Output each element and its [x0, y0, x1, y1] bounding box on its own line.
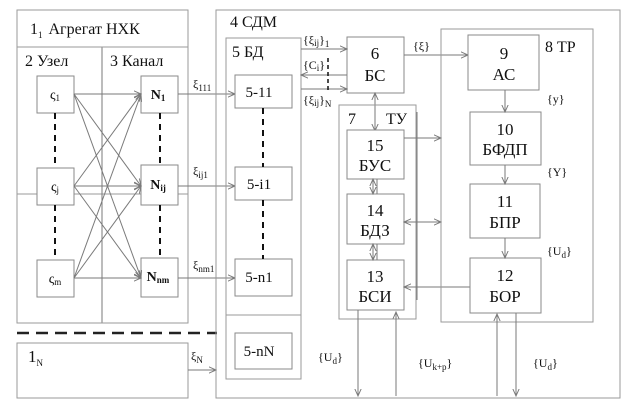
tu-bdz-name: БДЗ: [360, 221, 390, 240]
output-label-111: ξ111: [193, 77, 211, 93]
bd-cell-5-11[interactable]: [234, 74, 293, 109]
node-label-1: ς1: [50, 88, 60, 103]
tr-as-number: 9: [500, 44, 509, 63]
tu-bus-number: 15: [367, 136, 384, 155]
tu-label-number: 7: [348, 111, 356, 128]
bs-name: БС: [365, 66, 386, 85]
conn-j-1: [73, 94, 141, 187]
node-channel-connections: [73, 94, 141, 279]
sdm-system: 4 СДМ 5 БД 5-11 5-i1 5-n1 5-nN 6 БС {ξij…: [215, 9, 621, 399]
sdm-label: 4 СДМ: [230, 14, 277, 31]
tu-frame: [338, 104, 417, 320]
channel-label: 3 Канал: [110, 53, 163, 70]
bd-cell-label-5-11: 5-11: [246, 85, 273, 101]
tu-block-bsi[interactable]: [346, 259, 405, 311]
bd-cell-label-5-i1: 5-i1: [247, 177, 271, 193]
aggregate-n-title: 1N: [28, 347, 44, 368]
aggregate-1-n: 1N ξN: [16, 342, 216, 399]
output-label-nm1: ξnm1: [193, 258, 214, 274]
ud-tr-label: {Ud}: [547, 244, 572, 260]
conn-m-ij: [73, 186, 141, 279]
tr-block-as[interactable]: [467, 34, 540, 91]
output-label-ij1: ξij1: [193, 164, 208, 180]
tr-label: 8 ТР: [545, 39, 576, 56]
ud-bottom-right-label: {Ud}: [533, 356, 558, 372]
tu-label-name: ТУ: [386, 111, 408, 128]
aggregate-body-frame: [16, 46, 189, 324]
tr-bfdp-name: БФДП: [482, 140, 527, 159]
tr-bor-name: БОР: [489, 287, 520, 306]
tu-block-bus[interactable]: [346, 129, 405, 180]
xi-last-label: {ξij}N: [303, 93, 332, 109]
bd-cell-5-nn[interactable]: [234, 332, 293, 370]
tr-block-bor[interactable]: [469, 257, 542, 314]
output-label-n: ξN: [191, 349, 203, 365]
channel-label-nm: Nnm: [147, 270, 170, 285]
node-label-m: ςm: [49, 272, 62, 287]
ukp-label: {Uk+p}: [418, 356, 452, 372]
bd-cell-5-n1[interactable]: [234, 258, 293, 297]
bd-cell-label-5-nn: 5-nN: [244, 344, 275, 360]
tr-bpr-number: 11: [497, 192, 513, 211]
tu-bsi-number: 13: [367, 267, 384, 286]
node-label-j: ςj: [51, 180, 59, 195]
channel-label-1: N1: [151, 88, 166, 103]
tr-frame: [440, 28, 594, 323]
channel-label-ij: Nij: [150, 178, 166, 193]
ud-bottom-left-label: {Ud}: [318, 350, 343, 366]
tr-bfdp-number: 10: [497, 120, 514, 139]
tr-bor-number: 12: [497, 266, 514, 285]
node-label: 2 Узел: [25, 53, 68, 70]
bd-label: 5 БД: [232, 44, 264, 61]
conn-m-1: [73, 94, 141, 279]
bd-cell-label-5-n1: 5-n1: [245, 270, 273, 286]
sdm-frame: [215, 9, 621, 399]
y-upper-label: {Y}: [547, 165, 567, 179]
tr-block-bfdp[interactable]: [469, 111, 542, 166]
channel-box-ij[interactable]: [140, 164, 179, 206]
bd-lower-frame: [225, 314, 302, 380]
aggregate-n-frame[interactable]: [16, 342, 189, 399]
node-box-1[interactable]: [36, 75, 75, 114]
bs-number: 6: [371, 44, 380, 63]
bs-block[interactable]: [346, 36, 405, 94]
tr-as-name: АС: [493, 65, 516, 84]
channel-box-nm[interactable]: [140, 257, 179, 298]
tu-bus-name: БУС: [359, 156, 392, 175]
node-box-m[interactable]: [36, 259, 75, 298]
c-i-label: {Ci}: [303, 58, 325, 73]
tr-bpr-name: БПР: [489, 213, 521, 232]
bd-cell-5-i1[interactable]: [234, 166, 293, 201]
xi-first-label: {ξij}1: [303, 33, 329, 49]
xi-all-label: {ξ}: [413, 39, 430, 53]
tu-bsi-name: БСИ: [358, 287, 391, 306]
y-lower-label: {y}: [547, 92, 565, 106]
tr-block-bpr[interactable]: [469, 183, 541, 239]
tu-bdz-number: 14: [367, 201, 385, 220]
